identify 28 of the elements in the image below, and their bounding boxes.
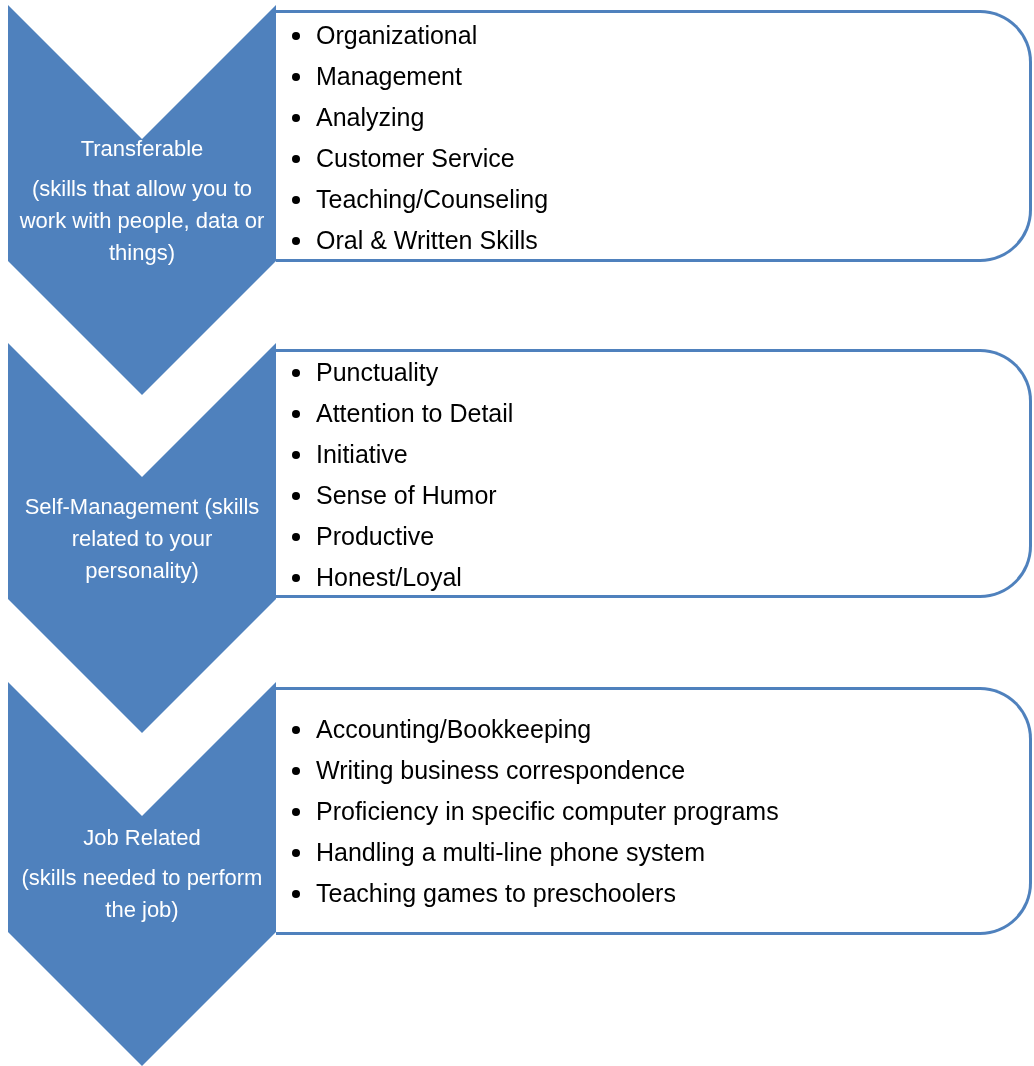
bullet-item: Attention to Detail (316, 399, 514, 427)
chevron-description: (skills that allow you to work with people, data or things) (18, 175, 266, 267)
bullet-item: Sense of Humor (316, 481, 497, 509)
bullet-item: Proficiency in specific computer programs (316, 797, 779, 825)
chevron-title: Self-Management (skills related to your personality) (23, 493, 261, 585)
chevron-shape (8, 343, 276, 733)
chevron-description: (skills needed to perform the job) (20, 864, 264, 924)
bullet-item: Analyzing (316, 103, 425, 131)
rounded-list-box (276, 10, 1032, 262)
bullet-item: Initiative (316, 440, 408, 468)
bullet-item: Punctuality (316, 358, 439, 386)
bullet-item: Handling a multi-line phone system (316, 838, 706, 866)
chevron-shape (8, 682, 276, 1066)
bullet-item: Teaching/Counseling (316, 185, 549, 213)
bullet-item: Teaching games to preschoolers (316, 879, 676, 907)
chevron-title: Job Related (82, 824, 202, 852)
chevron-shape (8, 5, 276, 395)
rounded-list-box (276, 687, 1032, 935)
chevron-title: Transferable (79, 135, 205, 163)
rounded-list-box (276, 349, 1032, 598)
bullet-item: Management (316, 62, 462, 90)
bullet-item: Productive (316, 522, 435, 550)
bullet-item: Customer Service (316, 144, 515, 172)
bullet-item: Honest/Loyal (316, 563, 462, 591)
bullet-item: Organizational (316, 21, 478, 49)
bullet-item: Writing business correspondence (316, 756, 686, 784)
bullet-item: Oral & Written Skills (316, 226, 538, 254)
bullet-item: Accounting/Bookkeeping (316, 715, 592, 743)
